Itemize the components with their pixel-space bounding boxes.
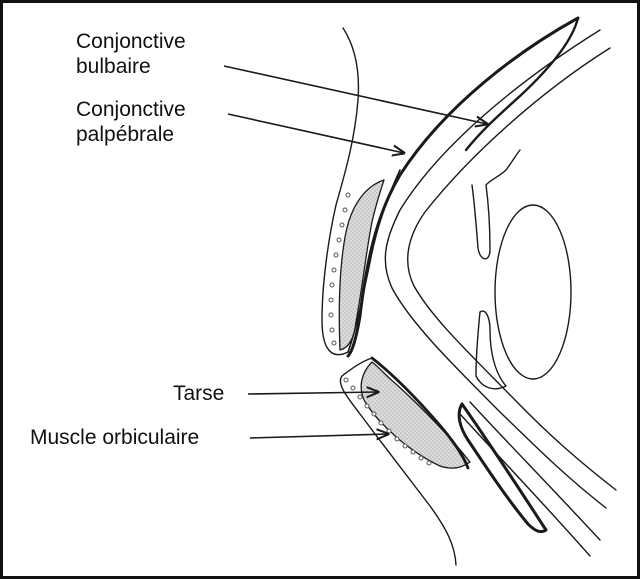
leader-tarsus [247, 392, 378, 394]
label-bulbar-line1: Conjonctive [76, 30, 186, 53]
label-palpebral-line1: Conjonctive [76, 98, 186, 121]
label-conjonctive-palpebrale: Conjonctive palpébrale [76, 97, 186, 147]
lower-eyelid [339, 356, 471, 566]
lower-lid-skin [339, 357, 457, 566]
upper-lid-skin [321, 27, 360, 356]
lower-lid-inner-edge [370, 356, 470, 470]
upper-tarsus [338, 179, 385, 351]
bulbar-conjunctiva-outer [346, 16, 580, 358]
upper-fornix-fold [464, 16, 580, 152]
label-bulbar-line2: bulbaire [76, 55, 151, 78]
label-muscle-orbiculaire: Muscle orbiculaire [30, 425, 199, 450]
eyelid-cross-section-drawing [223, 16, 617, 566]
iris-upper [471, 149, 521, 260]
leader-bulbar [223, 65, 487, 124]
lower-tarsus [360, 361, 471, 469]
sclera-lower-outer [459, 413, 591, 557]
label-tarsus-text: Tarse [173, 382, 225, 405]
upper-orbicularis-dots [328, 192, 351, 346]
lower-fornix-fold [457, 402, 548, 534]
sclera-lower [469, 401, 601, 541]
cornea-inner [407, 47, 617, 491]
lower-orbicularis-dots [343, 377, 432, 466]
label-orbicularis-text: Muscle orbiculaire [30, 426, 200, 449]
leader-lines [223, 65, 487, 438]
eyeball [346, 16, 617, 557]
label-conjonctive-bulbaire: Conjonctive bulbaire [76, 29, 186, 79]
lens [494, 204, 572, 380]
iris-lower [475, 310, 507, 390]
leader-orbicularis [249, 434, 388, 438]
label-palpebral-line2: palpébrale [76, 123, 175, 146]
leader-palpebral [227, 113, 404, 153]
label-tarse: Tarse [173, 381, 224, 406]
